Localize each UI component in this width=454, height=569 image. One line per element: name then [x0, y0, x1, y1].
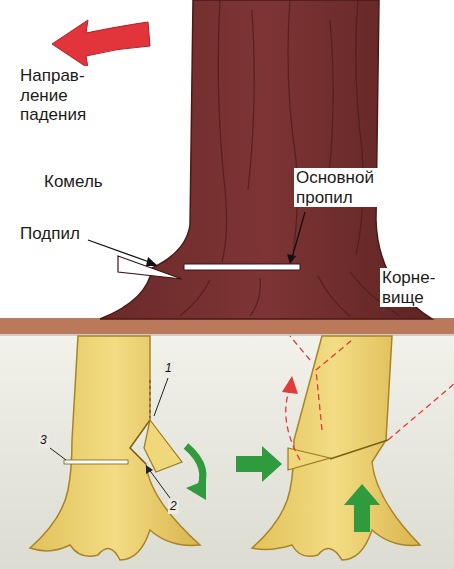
part-label: Подпил — [18, 224, 82, 244]
callout-number: 3 — [38, 434, 49, 448]
part-label: Основной пропил — [294, 168, 398, 207]
callout-number: 2 — [168, 500, 179, 514]
part-label: Комель — [42, 172, 105, 192]
direction-label: Направ- ление падения — [18, 66, 100, 125]
part-label: Корне- вище — [380, 268, 444, 307]
callout-number: 1 — [163, 362, 174, 376]
